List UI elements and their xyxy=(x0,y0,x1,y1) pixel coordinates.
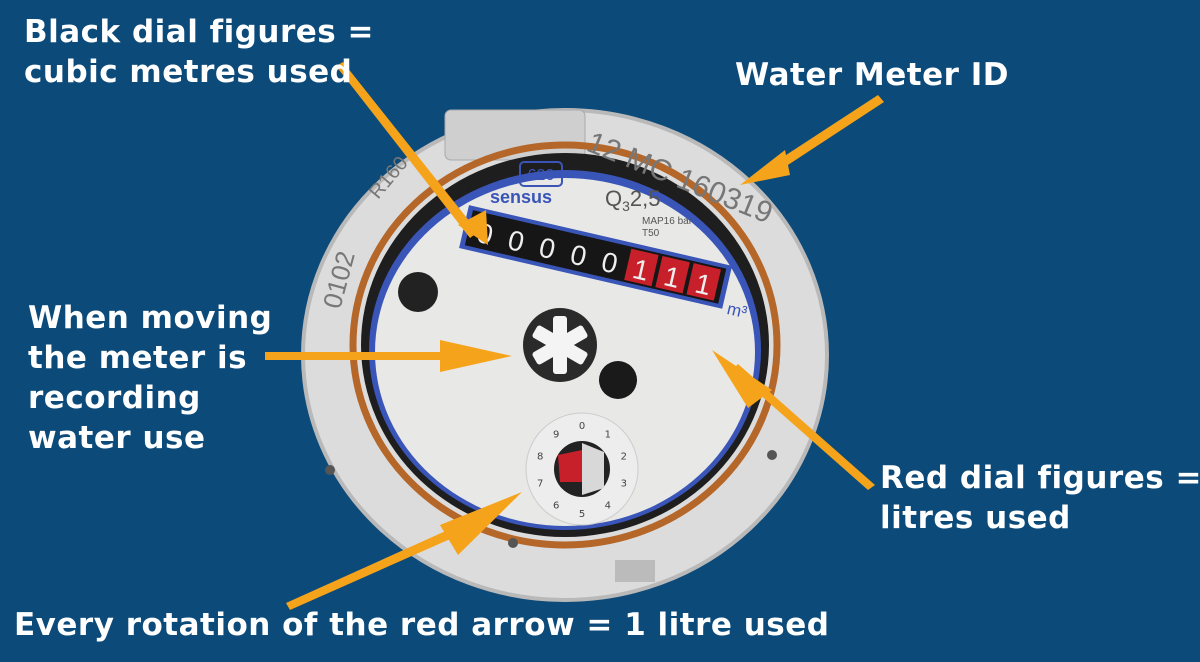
dial-number: 1 xyxy=(605,429,611,440)
red-digit-drum xyxy=(624,248,659,287)
pressure-text: MAP16 bar xyxy=(642,216,693,227)
black-digit: 0 xyxy=(505,224,527,258)
brand-logo: sensus xyxy=(490,187,552,207)
red-dial-annotation: Red dial figures = litres used xyxy=(880,458,1200,538)
annotation-line: water use xyxy=(28,420,206,456)
annotation-line: Red dial figures = xyxy=(880,460,1200,496)
arrowhead xyxy=(740,150,790,185)
dial-number: 3 xyxy=(621,479,627,490)
dial-number: 5 xyxy=(579,509,585,520)
meter-id-annotation: Water Meter ID xyxy=(735,57,1009,93)
screw-hole xyxy=(325,465,335,475)
arrow-red-dial xyxy=(732,364,875,490)
dial-number: 7 xyxy=(537,479,543,490)
arrow-meter-id xyxy=(760,95,884,180)
annotation-line: litres used xyxy=(880,500,1071,536)
arrowhead xyxy=(440,492,522,555)
arrowhead xyxy=(712,350,772,408)
red-arrow xyxy=(558,450,582,482)
screw-hole xyxy=(508,538,518,548)
arrow-rotation xyxy=(286,520,475,610)
dial-number: 6 xyxy=(553,501,559,512)
red-digit: 1 xyxy=(661,260,683,294)
model-text: 620 xyxy=(528,167,555,184)
knob xyxy=(599,361,637,399)
red-digit-drum xyxy=(686,263,721,301)
white-pointer xyxy=(582,443,604,495)
flow-indicator-star xyxy=(532,316,588,374)
meter-tab xyxy=(615,560,655,582)
dial-number: 9 xyxy=(553,429,559,440)
black-digit: 0 xyxy=(567,239,589,273)
annotation-line: recording xyxy=(28,380,201,416)
rotation-annotation: Every rotation of the red arrow = 1 litr… xyxy=(14,607,830,643)
arrowhead xyxy=(458,210,488,245)
dial-number: 2 xyxy=(621,451,627,462)
black-digit: 0 xyxy=(536,231,558,265)
black-digit: 0 xyxy=(599,246,621,280)
screw-hole xyxy=(767,450,777,460)
red-digit: 1 xyxy=(630,253,652,287)
annotation-line: When moving xyxy=(28,300,273,336)
copper-ring xyxy=(349,141,781,549)
dial-number: 0 xyxy=(579,421,585,432)
temp-text: T50 xyxy=(642,228,660,239)
annotation-line: Black dial figures = xyxy=(24,14,375,50)
annotation-line: cubic metres used xyxy=(24,54,353,90)
dial-number: 8 xyxy=(537,451,543,462)
red-digit-drum xyxy=(655,255,690,294)
dial-number: 4 xyxy=(605,501,611,512)
annotation-arrows xyxy=(265,62,884,610)
arrow-black-dial xyxy=(336,62,478,238)
knob xyxy=(398,272,438,312)
arrow-moving xyxy=(265,352,460,360)
red-digit: 1 xyxy=(692,267,714,301)
moving-annotation: When moving the meter is recording water… xyxy=(28,298,272,458)
model-badge xyxy=(519,161,563,187)
black-dial-annotation: Black dial figures = cubic metres used xyxy=(24,12,374,92)
arrowhead xyxy=(440,340,512,372)
annotation-line: the meter is xyxy=(28,340,248,376)
q3-label: Q32,5 xyxy=(605,186,661,214)
unit-label: m³ xyxy=(725,299,749,322)
